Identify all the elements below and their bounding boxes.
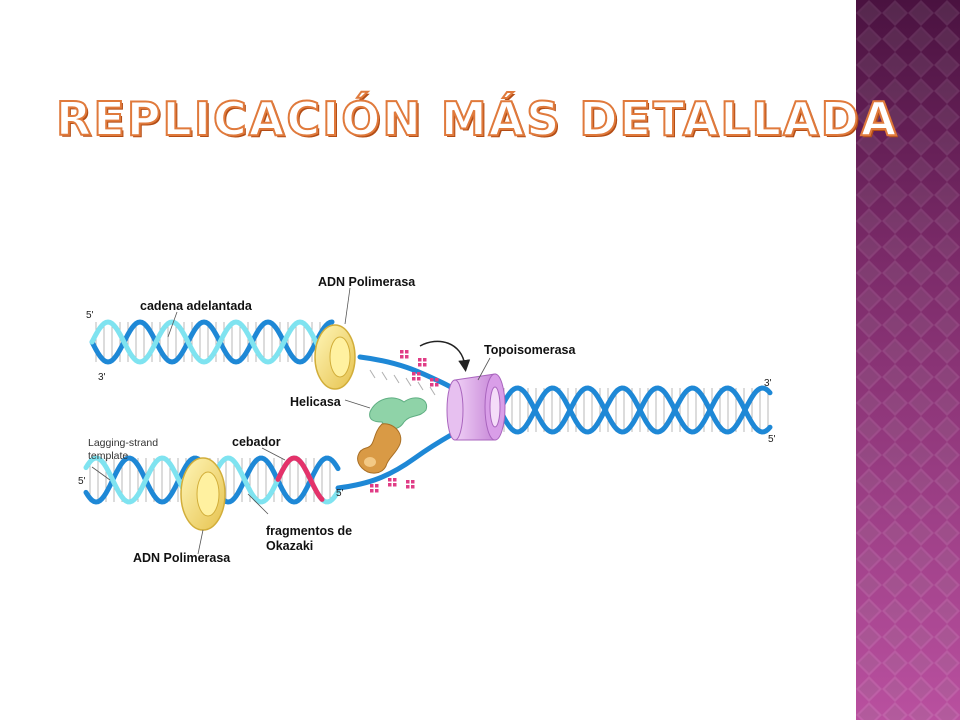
nucleotide — [418, 358, 422, 362]
label-okazaki-2: Okazaki — [266, 539, 313, 553]
slide-title: Replicación más detallada — [55, 92, 899, 146]
primase-icon — [357, 423, 402, 474]
nucleotide — [393, 483, 397, 487]
label-helicase: Helicasa — [290, 395, 342, 409]
topoisomerase-icon — [446, 373, 506, 441]
rotation-arrow-icon — [419, 340, 471, 372]
decorative-side-panel — [856, 0, 960, 720]
nucleotide — [400, 350, 404, 354]
nucleotide — [412, 377, 416, 381]
nucleotide — [423, 363, 427, 367]
nucleotide — [406, 480, 410, 484]
nucleotide — [412, 372, 416, 376]
label-lagging-template-1: Lagging-strand — [88, 437, 158, 449]
nucleotide — [388, 478, 392, 482]
nucleotide — [435, 378, 439, 382]
nucleotide — [406, 485, 410, 489]
nucleotide — [417, 372, 421, 376]
end-label-top-3: 3' — [98, 372, 106, 383]
nucleotide — [430, 383, 434, 387]
nucleotide — [393, 478, 397, 482]
label-lagging-template-2: template — [88, 450, 128, 462]
nucleotide — [370, 484, 374, 488]
diamond-pattern — [856, 0, 960, 720]
end-label-top-5: 5' — [86, 310, 94, 321]
label-polymerase-bottom: ADN Polimerasa — [133, 551, 231, 565]
leader-lines — [91, 287, 491, 555]
nucleotide — [388, 483, 392, 487]
nucleotide — [411, 485, 415, 489]
label-leading-strand: cadena adelantada — [140, 299, 253, 313]
nucleotide — [417, 377, 421, 381]
end-label-fork-5: 5' — [336, 488, 344, 499]
label-polymerase-top: ADN Polimerasa — [318, 275, 416, 289]
nucleotide — [400, 355, 404, 359]
nucleotide — [435, 383, 439, 387]
dna-replication-diagram: ADN Polimerasa cadena adelantada Topoiso… — [78, 275, 776, 565]
end-label-right-5: 5' — [768, 434, 776, 445]
nucleotide — [375, 484, 379, 488]
dna-polymerase-bottom-icon — [180, 457, 226, 531]
nucleotide — [405, 350, 409, 354]
nucleotide — [370, 489, 374, 493]
free-nucleotides — [370, 350, 439, 493]
label-okazaki-1: fragmentos de — [266, 524, 352, 538]
nucleotide — [430, 378, 434, 382]
nucleotide — [411, 480, 415, 484]
dna-polymerase-top-icon — [314, 324, 356, 390]
parental-dna-helix — [497, 385, 773, 435]
helicase-icon — [369, 397, 428, 430]
label-topoisomerase: Topoisomerasa — [484, 343, 577, 357]
nucleotide — [423, 358, 427, 362]
nucleotide — [405, 355, 409, 359]
nucleotide — [375, 489, 379, 493]
leading-strand-helix — [89, 319, 335, 365]
label-primer: cebador — [232, 435, 281, 449]
end-label-right-3: 3' — [764, 378, 772, 389]
nucleotide — [418, 363, 422, 367]
end-label-bottom-5: 5' — [78, 476, 86, 487]
